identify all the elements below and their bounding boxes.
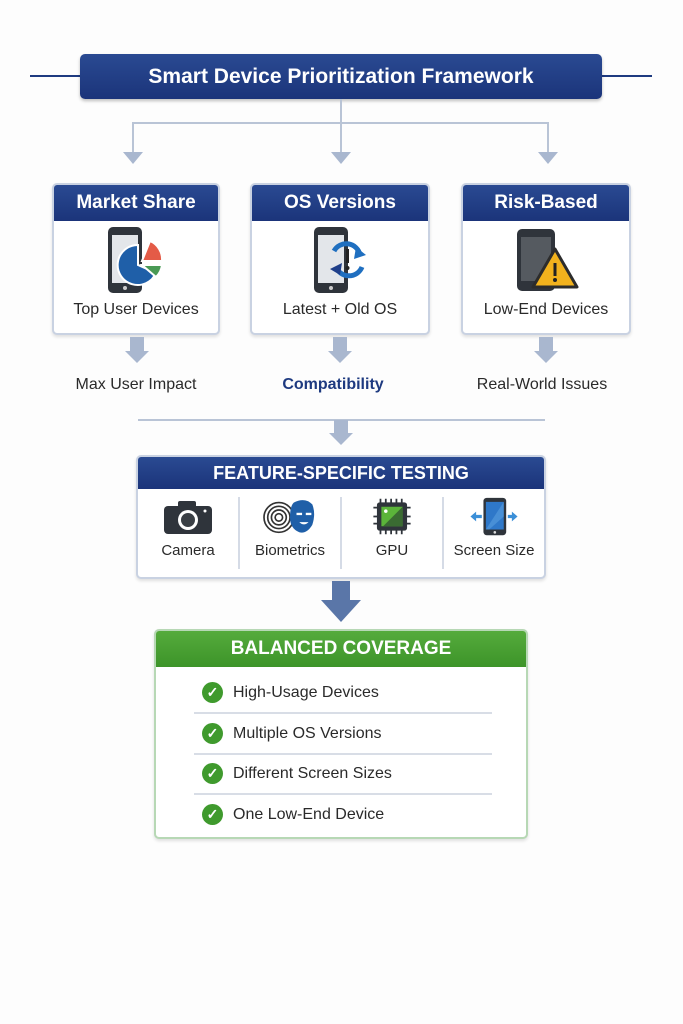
arrow-down-icon [321,600,361,622]
feature-item-biometrics: Biometrics [240,497,342,569]
arrow-down-icon [538,152,558,164]
check-icon: ✓ [202,763,223,784]
connector [547,122,549,152]
card-label: Low-End Devices [483,301,609,318]
coverage-item: ✓ One Low-End Device [194,794,492,835]
connector [333,337,347,351]
phone-warning-icon [463,221,629,301]
check-icon: ✓ [202,682,223,703]
card-header: Market Share [54,185,218,221]
coverage-item: ✓ Different Screen Sizes [194,754,492,795]
connector [539,337,553,351]
feature-testing-panel: FEATURE-SPECIFIC TESTING Camera Biometri… [136,455,546,579]
fingerprint-face-icon [263,500,315,534]
feature-label: Camera [161,542,215,559]
os-versions-card: OS Versions Latest + Old OS [250,183,430,335]
coverage-item: ✓ Multiple OS Versions [194,714,492,755]
coverage-label: Different Screen Sizes [233,764,392,782]
arrow-down-icon [328,351,352,363]
feature-label: Screen Size [453,542,535,559]
panel-header: BALANCED COVERAGE [156,631,526,667]
outcome-label: Real-World Issues [476,376,608,393]
outcome-label: Max User Impact [75,376,197,393]
coverage-label: High-Usage Devices [233,683,379,701]
page-title: Smart Device Prioritization Framework [80,54,602,99]
check-icon: ✓ [202,804,223,825]
connector [340,99,342,123]
arrow-down-icon [123,152,143,164]
feature-item-gpu: GPU [342,497,444,569]
feature-item-camera: Camera [138,497,240,569]
risk-based-card: Risk-Based Low-End Devices [461,183,631,335]
card-header: Risk-Based [463,185,629,221]
chip-icon [373,498,411,535]
camera-icon [164,501,212,534]
check-icon: ✓ [202,723,223,744]
connector [340,122,342,152]
arrow-down-icon [331,152,351,164]
coverage-label: One Low-End Device [233,805,385,823]
connector [132,122,134,152]
coverage-label: Multiple OS Versions [233,724,382,742]
phone-update-icon [252,221,428,301]
feature-label: GPU [375,542,409,559]
arrow-down-icon [125,351,149,363]
arrow-down-icon [329,433,353,445]
card-label: Top User Devices [73,301,199,318]
connector [130,337,144,351]
phone-pie-chart-icon [54,221,218,301]
feature-item-screen-size: Screen Size [444,497,544,569]
balanced-coverage-panel: BALANCED COVERAGE ✓ High-Usage Devices ✓ M… [154,629,528,839]
card-header: OS Versions [252,185,428,221]
arrow-down-icon [534,351,558,363]
market-share-card: Market Share Top User Devices [52,183,220,335]
connector [334,420,348,434]
coverage-item: ✓ High-Usage Devices [194,673,492,714]
panel-header: FEATURE-SPECIFIC TESTING [138,457,544,489]
connector [332,581,350,601]
phone-resize-icon [470,497,518,536]
card-label: Latest + Old OS [282,301,398,318]
outcome-label: Compatibility [282,376,384,393]
feature-label: Biometrics [254,542,325,559]
